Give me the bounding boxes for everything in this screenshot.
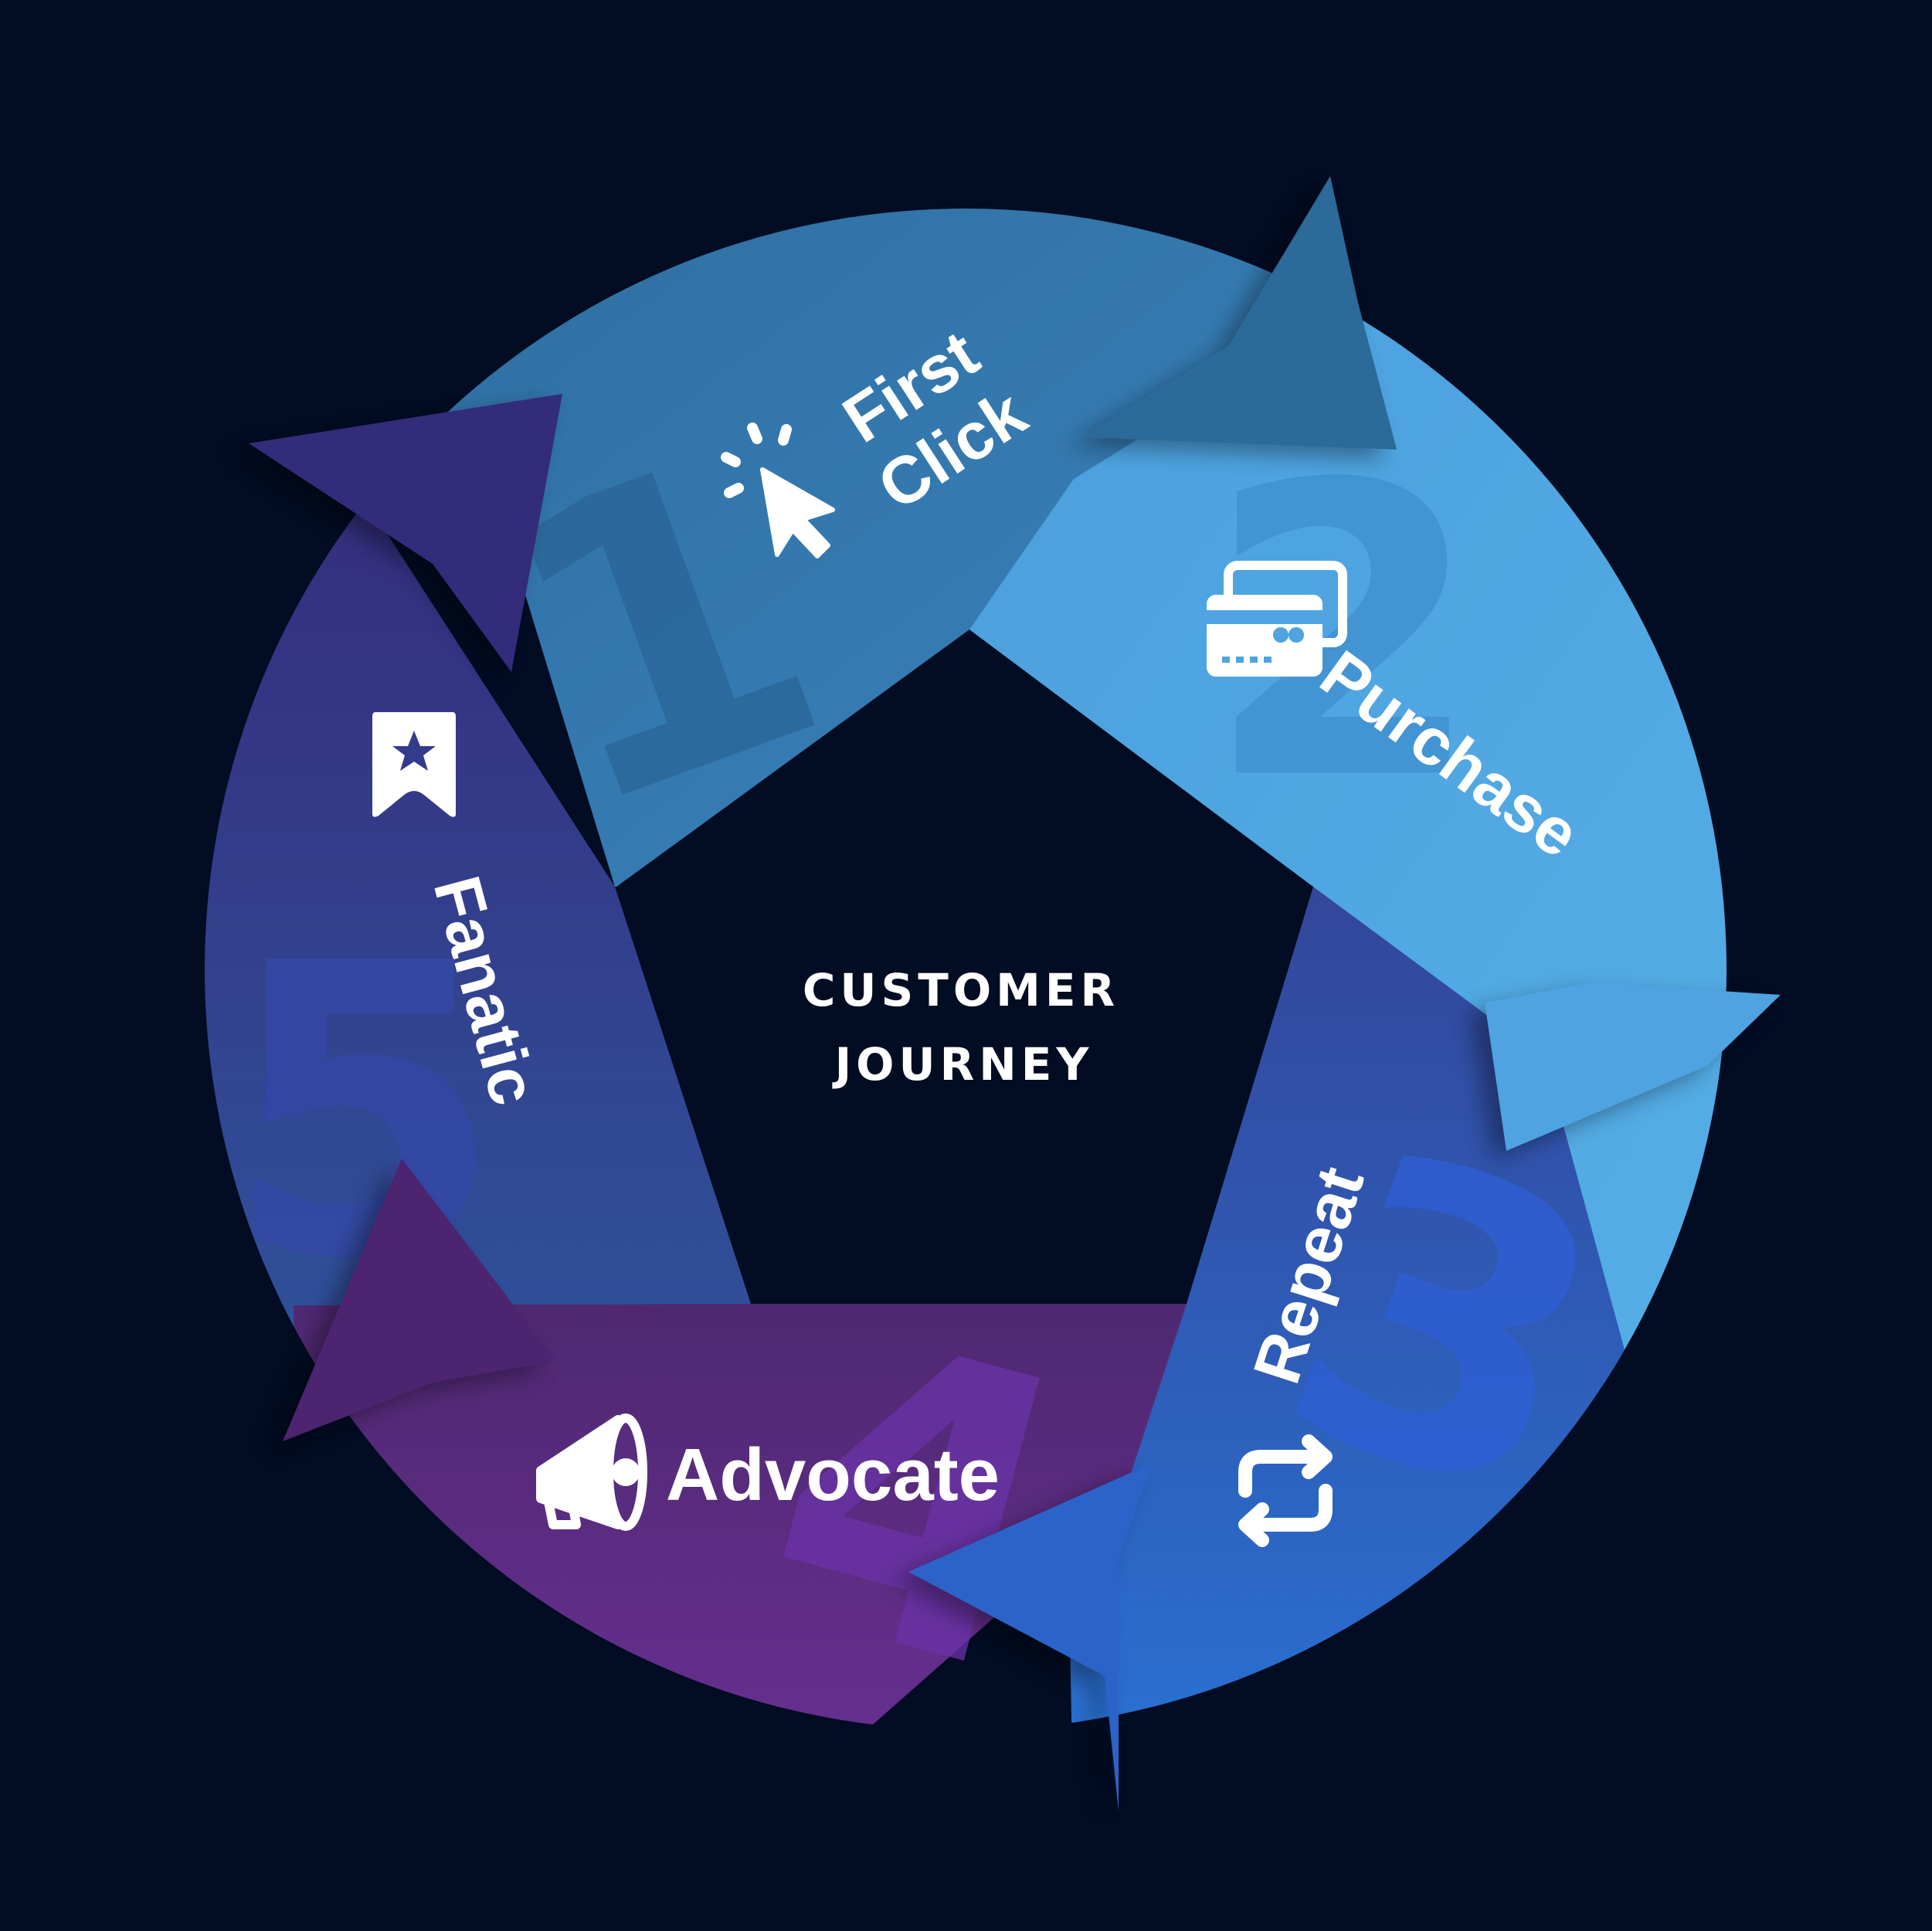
- arrowhead-first-click: [1081, 176, 1397, 450]
- segment-advocate: [276, 1291, 1187, 1725]
- bookmark-star-icon: [372, 712, 456, 817]
- arrowhead-advocate: [283, 1159, 556, 1441]
- cursor-click-icon: [721, 423, 835, 558]
- center-title: CUSTOMER JOURNEY: [803, 964, 1119, 1091]
- arrowhead-fanatic: [249, 394, 562, 672]
- segment-fanatic: [204, 501, 751, 1327]
- journey-arrows: [235, 176, 1781, 1821]
- repeat-arrows-icon: [1238, 1434, 1333, 1547]
- stage-advocate: Advocate: [536, 1413, 1000, 1531]
- title-line-2: JOURNEY: [832, 1038, 1094, 1091]
- advocate-label: Advocate: [666, 1434, 1000, 1516]
- arrowhead-repeat: [908, 1464, 1151, 1811]
- credit-cards-icon: [1207, 561, 1347, 677]
- megaphone-icon: [536, 1413, 647, 1531]
- arrowhead-purchase: [1485, 982, 1781, 1151]
- title-line-1: CUSTOMER: [803, 964, 1119, 1016]
